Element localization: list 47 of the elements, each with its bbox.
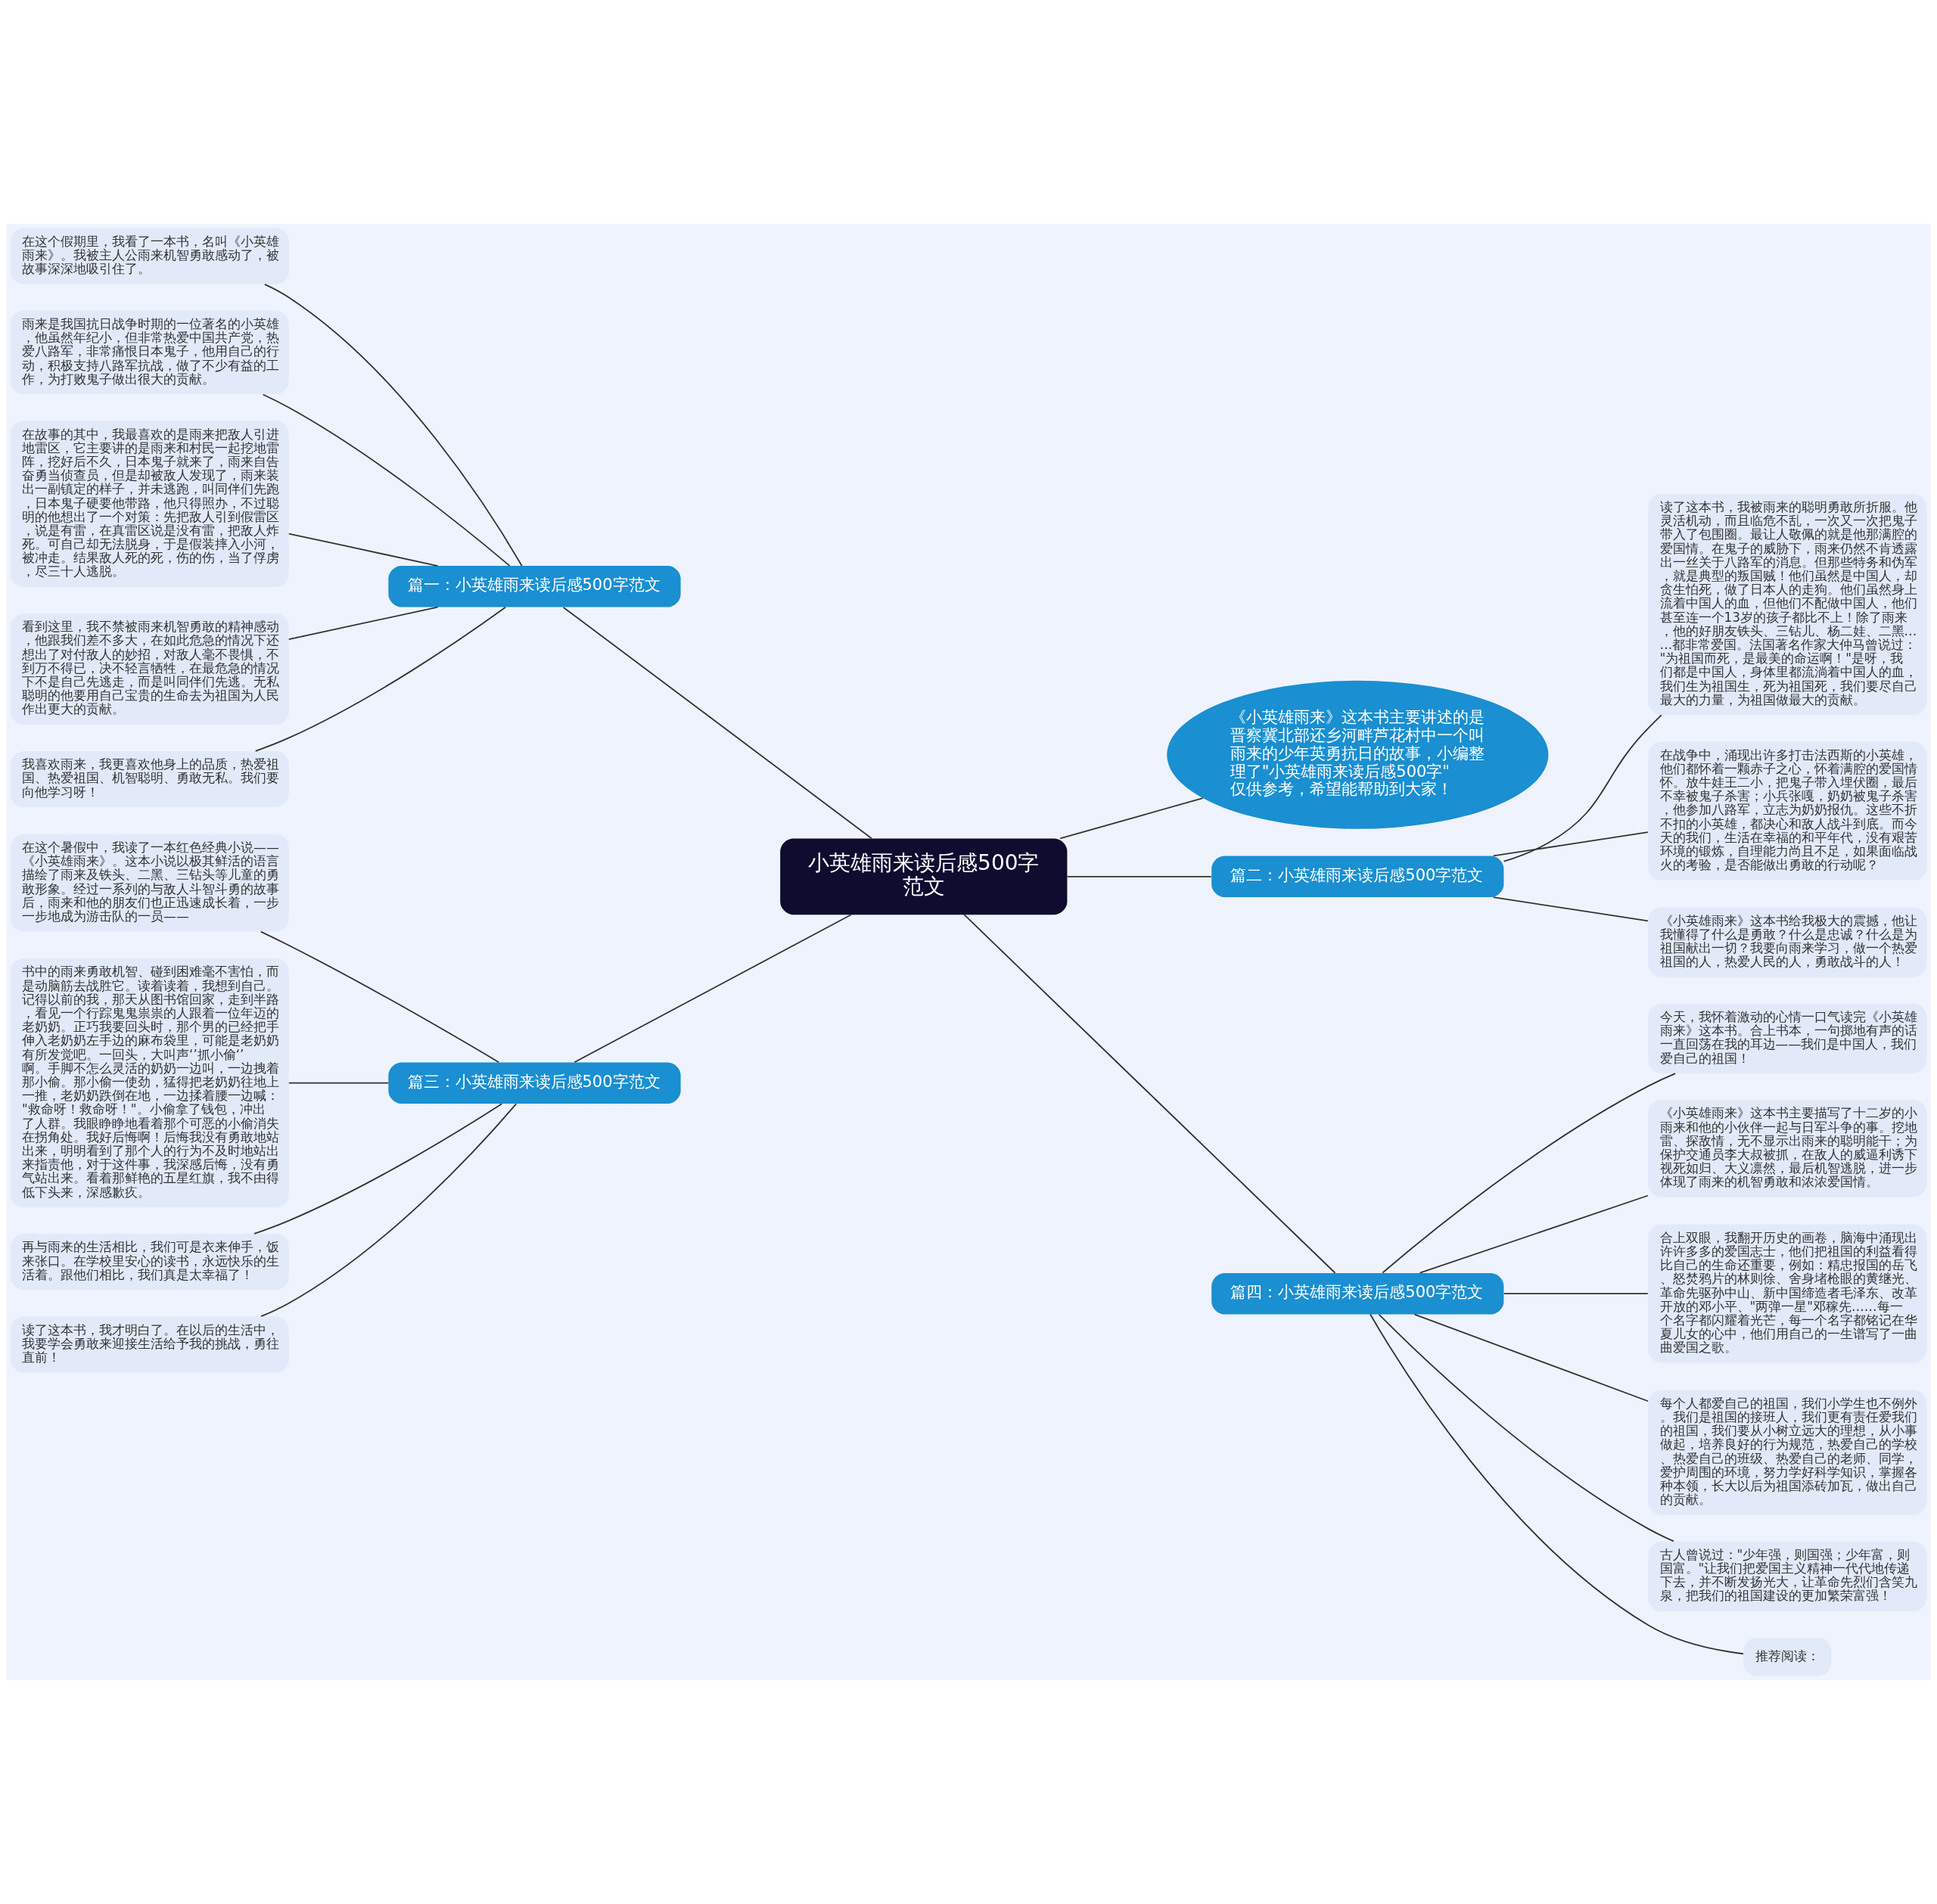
node-box: 在故事的其中，我最喜欢的是雨来把敌人引进地雷区，它主要讲的是雨来和村民一起挖地雷阵，挖好后不久，日本鬼子就来了，雨来自告奋勇当侦查员，但是却被敌人发现了，雨来装出一副镇定的样子，并未逃跑，叫同伴们先跑，日本鬼子硬要他带路，他只得照办，不过聪明的他想出了一个对策：先把敌人引到假雷区，说是有雷，在真雷区说是没有雷，把敌人炸死。可自己却无法脱身，于是假装摔入小河，被冲走。结果敌人死的死，伤的伤，当了俘虏，尽三十人逃脱。 <box>10 421 289 588</box>
connector <box>1419 1194 1649 1274</box>
node-box: 在战争中，涌现出许多打击法西斯的小英雄，他们都怀着一颗赤子之心，怀着满腔的爱国情怀。放牛娃王二小，把鬼子带入埋伏圈，最后不幸被鬼子杀害；小兵张嘎，奶奶被鬼子杀害，他参加八路军，立志为奶奶报仇。这些不折不扣的小英雄，都决心和敌人战斗到底。而今天的我们，生活在幸福的和平年代，没有艰苦环境的锻炼，自理能力尚且不足，如果面临战火的考验，是否能做出勇敢的行动呢？ <box>1648 741 1927 881</box>
node-box: 今天，我怀着激动的心情一口气读完《小英雄雨来》这本书。合上书本，一句掷地有声的话一直回荡在我的耳边——我们是中国人，我们爱自己的祖国！ <box>1648 1003 1927 1074</box>
node-box: 《小英雄雨来》这本书给我极大的震撼，他让我懂得了什么是勇敢？什么是忠诚？什么是为祖国献出一切？我要向雨来学习，做一个热爱祖国的人，热爱人民的人，勇敢战斗的人！ <box>1648 907 1927 977</box>
connector <box>1503 714 1662 862</box>
connector <box>262 393 511 567</box>
connector <box>1413 1313 1649 1402</box>
connector <box>1382 1073 1677 1274</box>
connector <box>1059 797 1204 840</box>
node-box: 雨来是我国抗日战争时期的一位著名的小英雄，他虽然年纪小，但非常热爱中国共产党，热爱八路军，非常痛恨日本鬼子，他用自己的行动，积极支持八路军抗战，做了不少有益的工作，为打败鬼子做出很大的贡献。 <box>10 310 289 395</box>
connector <box>1492 831 1649 857</box>
node-box: 篇一：小英雄雨来读后感500字范文 <box>388 566 681 607</box>
node-box: 古人曾说过："少年强，则国强；少年富，则国富。"让我们把爱国主义精神一代代地传递下去，并不断发扬光大，让革命先烈们含笑九泉，把我们的祖国建设的更加繁荣富强！ <box>1648 1541 1927 1612</box>
connector <box>263 283 523 567</box>
connector <box>260 1103 518 1318</box>
connector <box>1378 1313 1674 1542</box>
connector <box>260 930 500 1064</box>
node-box: 我喜欢雨来，我更喜欢他身上的品质，热爱祖国、热爱祖国、机智聪明、勇敢无私。我们要向他学习呀！ <box>10 750 289 808</box>
connector <box>1066 875 1212 877</box>
node-box: 在这个假期里，我看了一本书，名叫《小英雄雨来》。我被主人公雨来机智勇敢感动了，被故事深深地吸引住了。 <box>10 228 289 284</box>
node-box: 小英雄雨来读后感500字范文 <box>780 838 1068 915</box>
node-box: 再与雨来的生活相比，我们可是衣来伸手，饭来张口。在学校里安心的读书，永远快乐的生活着。跟他们相比，我们真是太幸福了！ <box>10 1234 289 1291</box>
node-box: 看到这里，我不禁被雨来机智勇敢的精神感动，他跟我们差不多大，在如此危急的情况下还想出了对付敌人的妙招，对敌人毫不畏惧，不到万不得已，决不轻言牺牲，在最危急的情况下不是自己先逃走，而是叫同伴们先逃。无私聪明的他要用自己宝贵的生命去为祖国为人民作出更大的贡献。 <box>10 613 289 725</box>
node-box: 读了这本书，我才明白了。在以后的生活中，我要学会勇敢来迎接生活给予我的挑战，勇往直前！ <box>10 1316 289 1373</box>
node-box: 篇四：小英雄雨来读后感500字范文 <box>1211 1272 1504 1315</box>
connector <box>1503 1293 1649 1295</box>
connector <box>288 533 439 567</box>
node-box: 篇三：小英雄雨来读后感500字范文 <box>388 1062 681 1104</box>
node-box: 读了这本书，我被雨来的聪明勇敢所折服。他灵活机动，而且临危不乱，一次又一次把鬼子带入了包围圈。最让人敬佩的就是他那满腔的爱国情。在鬼子的威胁下，雨来仍然不肯透露出一丝关于八路军的消息。但那些特务和伪军，就是典型的叛国贼！他们虽然是中国人，却贪生怕死，做了日本人的走狗。他们虽然身上流着中国人的血，但他们不配做中国人，他们甚至连一个13岁的孩子都比不上！除了雨来，他的好朋友铁头、三钻儿、杨二娃、二黑……都非常爱国。法国著名作家大仲马曾说过："为祖国而死，是最美的命运啊！"是呀，我们都是中国人，身体里都流淌着中国人的血，我们生为祖国生，死为祖国死，我们要尽自己最大的力量，为祖国做最大的贡献。 <box>1648 493 1927 716</box>
node-box: 《小英雄雨来》这本书主要描写了十二岁的小雨来和他的小伙伴一起与日军斗争的事。挖地雷、探敌情，无不显示出雨来的聪明能干；为保护交通员李大叔被抓，在敌人的威逼利诱下视死如归、大义凛然，最后机智逃脱，进一步体现了雨来的机智勇敢和浓浓爱国情。 <box>1648 1100 1927 1197</box>
connector <box>253 1103 503 1235</box>
connector <box>288 606 439 640</box>
connector <box>574 914 852 1064</box>
connector <box>254 606 506 752</box>
node-box: 每个人都爱自己的祖国，我们小学生也不例外。我们是祖国的接班人，我们更有责任爱我们的祖国，我们要从小树立远大的理想，从小事做起，培养良好的行为规范，热爱自己的学校、热爱自己的班级、热爱自己的老师、同学，爱护周围的环境，努力学好科学知识，掌握各种本领，长大以后为祖国添砖加瓦，做出自己的贡献。 <box>1648 1390 1927 1515</box>
node-box: 合上双眼，我翻开历史的画卷，脑海中涌现出许许多多的爱国志士，他们把祖国的利益看得比自己的生命还重要，例如：精忠报国的岳飞、怒焚鸦片的林则徐、舍身堵枪眼的黄继光、革命先驱孙中山、新中国缔造者毛泽东、改革开放的邓小平、"两弹一星"邓稼先……每一个名字都闪耀着光芒，每一个名字都铭记在华夏儿女的心中，他们用自己的一生谱写了一曲曲爱国之歌。 <box>1648 1224 1927 1363</box>
node-box: 推荐阅读： <box>1743 1638 1832 1676</box>
connector <box>288 1082 390 1084</box>
node-box: 书中的雨来勇敢机智、碰到困难毫不害怕，而是动脑筋去战胜它。读着读着，我想到自己。记得以前的我，那天从图书馆回家，走到半路，看见一个行踪鬼鬼祟祟的人跟着一位年迈的老奶奶。正巧我要回头时，那个男的已经把手伸入老奶奶左手边的麻布袋里，可能是老奶奶有所发觉吧。一回头，大叫声‘’抓小偷‘’啊。手脚不怎么灵活的奶奶一边叫，一边拽着那小偷。那小偷一使劲，猛得把老奶奶往地上一推，老奶奶跌倒在地，一边揉着腰一边喊："救命呀！救命呀！"。小偷拿了钱包，冲出了人群。我眼睁睁地看着那个可恶的小偷消失在拐角处。我好后悔啊！后悔我没有勇敢地站出来，明明看到了那个人的行为不及时地站出来指责他，对于这件事，我深感后悔，没有勇气站出来。看着那鲜艳的五星红旗，我不由得低下头来，深感歉疚。 <box>10 958 289 1208</box>
node-box: 在这个暑假中，我读了一本红色经典小说——《小英雄雨来》。这本小说以极其鲜活的语言描绘了雨来及铁头、二黑、三钻头等儿童的勇敢形象。经过一系列的与敌人斗智斗勇的故事后，雨来和他的朋友们也正迅速成长着，一步一步地成为游击队的一员—— <box>10 834 289 932</box>
connector <box>562 607 872 840</box>
node-ellipse: 《小英雄雨来》这本书主要讲述的是晋察冀北部还乡河畔芦花村中一个叫雨来的少年英勇抗日的故事，小编整理了"小英雄雨来读后感500字"仅供参考，希望能帮助到大家！ <box>1167 680 1549 829</box>
node-box: 篇二：小英雄雨来读后感500字范文 <box>1211 856 1504 898</box>
connector <box>1492 896 1649 922</box>
connector <box>963 914 1336 1274</box>
connector <box>1370 1313 1744 1655</box>
